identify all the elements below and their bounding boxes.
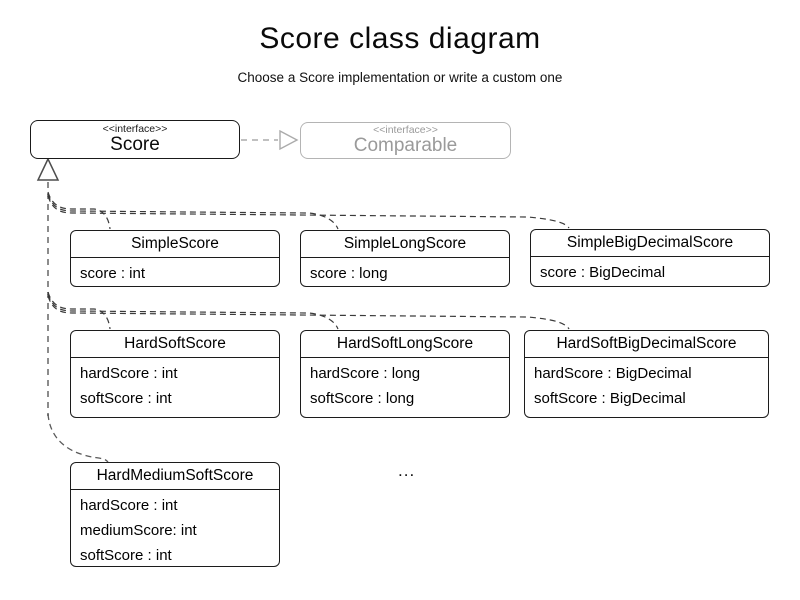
class-title: HardSoftBigDecimalScore [525,331,768,358]
class-title: HardSoftScore [71,331,279,358]
edge-simplelongscore [47,193,339,230]
attribute: softScore : long [310,390,415,407]
class-simplebigdecimalscore: SimpleBigDecimalScore score : BigDecimal [530,229,770,287]
class-simplescore: SimpleScore score : int [70,230,280,287]
attribute: softScore : BigDecimal [534,390,686,407]
class-title: HardSoftLongScore [301,331,509,358]
attribute: hardScore : int [80,497,178,514]
more-implementations-ellipsis: ... [398,461,416,480]
attribute: softScore : int [80,547,172,564]
score-stereotype: <<interface>> [102,123,168,135]
interface-score: <<interface>> Score [30,120,240,159]
edge-hardsoftbigdecimalscore [47,295,570,330]
class-title: SimpleBigDecimalScore [531,230,769,257]
class-simplelongscore: SimpleLongScore score : long [300,230,510,287]
attribute: mediumScore: int [80,522,197,539]
score-name: Score [110,134,160,155]
edge-hardsoftlongscore [47,293,339,330]
attribute: score : int [80,265,146,282]
edge-simplescore [47,191,111,230]
attribute: softScore : int [80,390,172,407]
class-hardsoftbigdecimalscore: HardSoftBigDecimalScore hardScore : BigD… [524,330,769,418]
realization-arrowhead-icon [279,129,299,151]
attribute: hardScore : int [80,365,178,382]
generalization-arrowhead-icon [36,157,60,181]
attribute: score : BigDecimal [540,264,666,281]
comparable-name: Comparable [353,135,458,156]
class-title: SimpleLongScore [301,231,509,258]
attribute: hardScore : BigDecimal [534,365,692,382]
comparable-stereotype: <<interface>> [373,124,438,136]
edge-simplebigdecimalscore [47,195,570,229]
class-title: SimpleScore [71,231,279,258]
class-hardsoftscore: HardSoftScore hardScore : int softScore … [70,330,280,418]
class-hardsoftlongscore: HardSoftLongScore hardScore : long softS… [300,330,510,418]
class-title: HardMediumSoftScore [71,463,279,490]
attribute: hardScore : long [310,365,421,382]
class-hardmediumsoftscore: HardMediumSoftScore hardScore : int medi… [70,462,280,567]
edge-hardmediumsoftscore [47,413,109,463]
edge-hardsoftscore [47,291,111,330]
page-subtitle: Choose a Score implementation or write a… [237,70,563,85]
page-title: Score class diagram [259,22,541,55]
attribute: score : long [310,265,388,282]
interface-comparable: <<interface>> Comparable [300,122,511,159]
